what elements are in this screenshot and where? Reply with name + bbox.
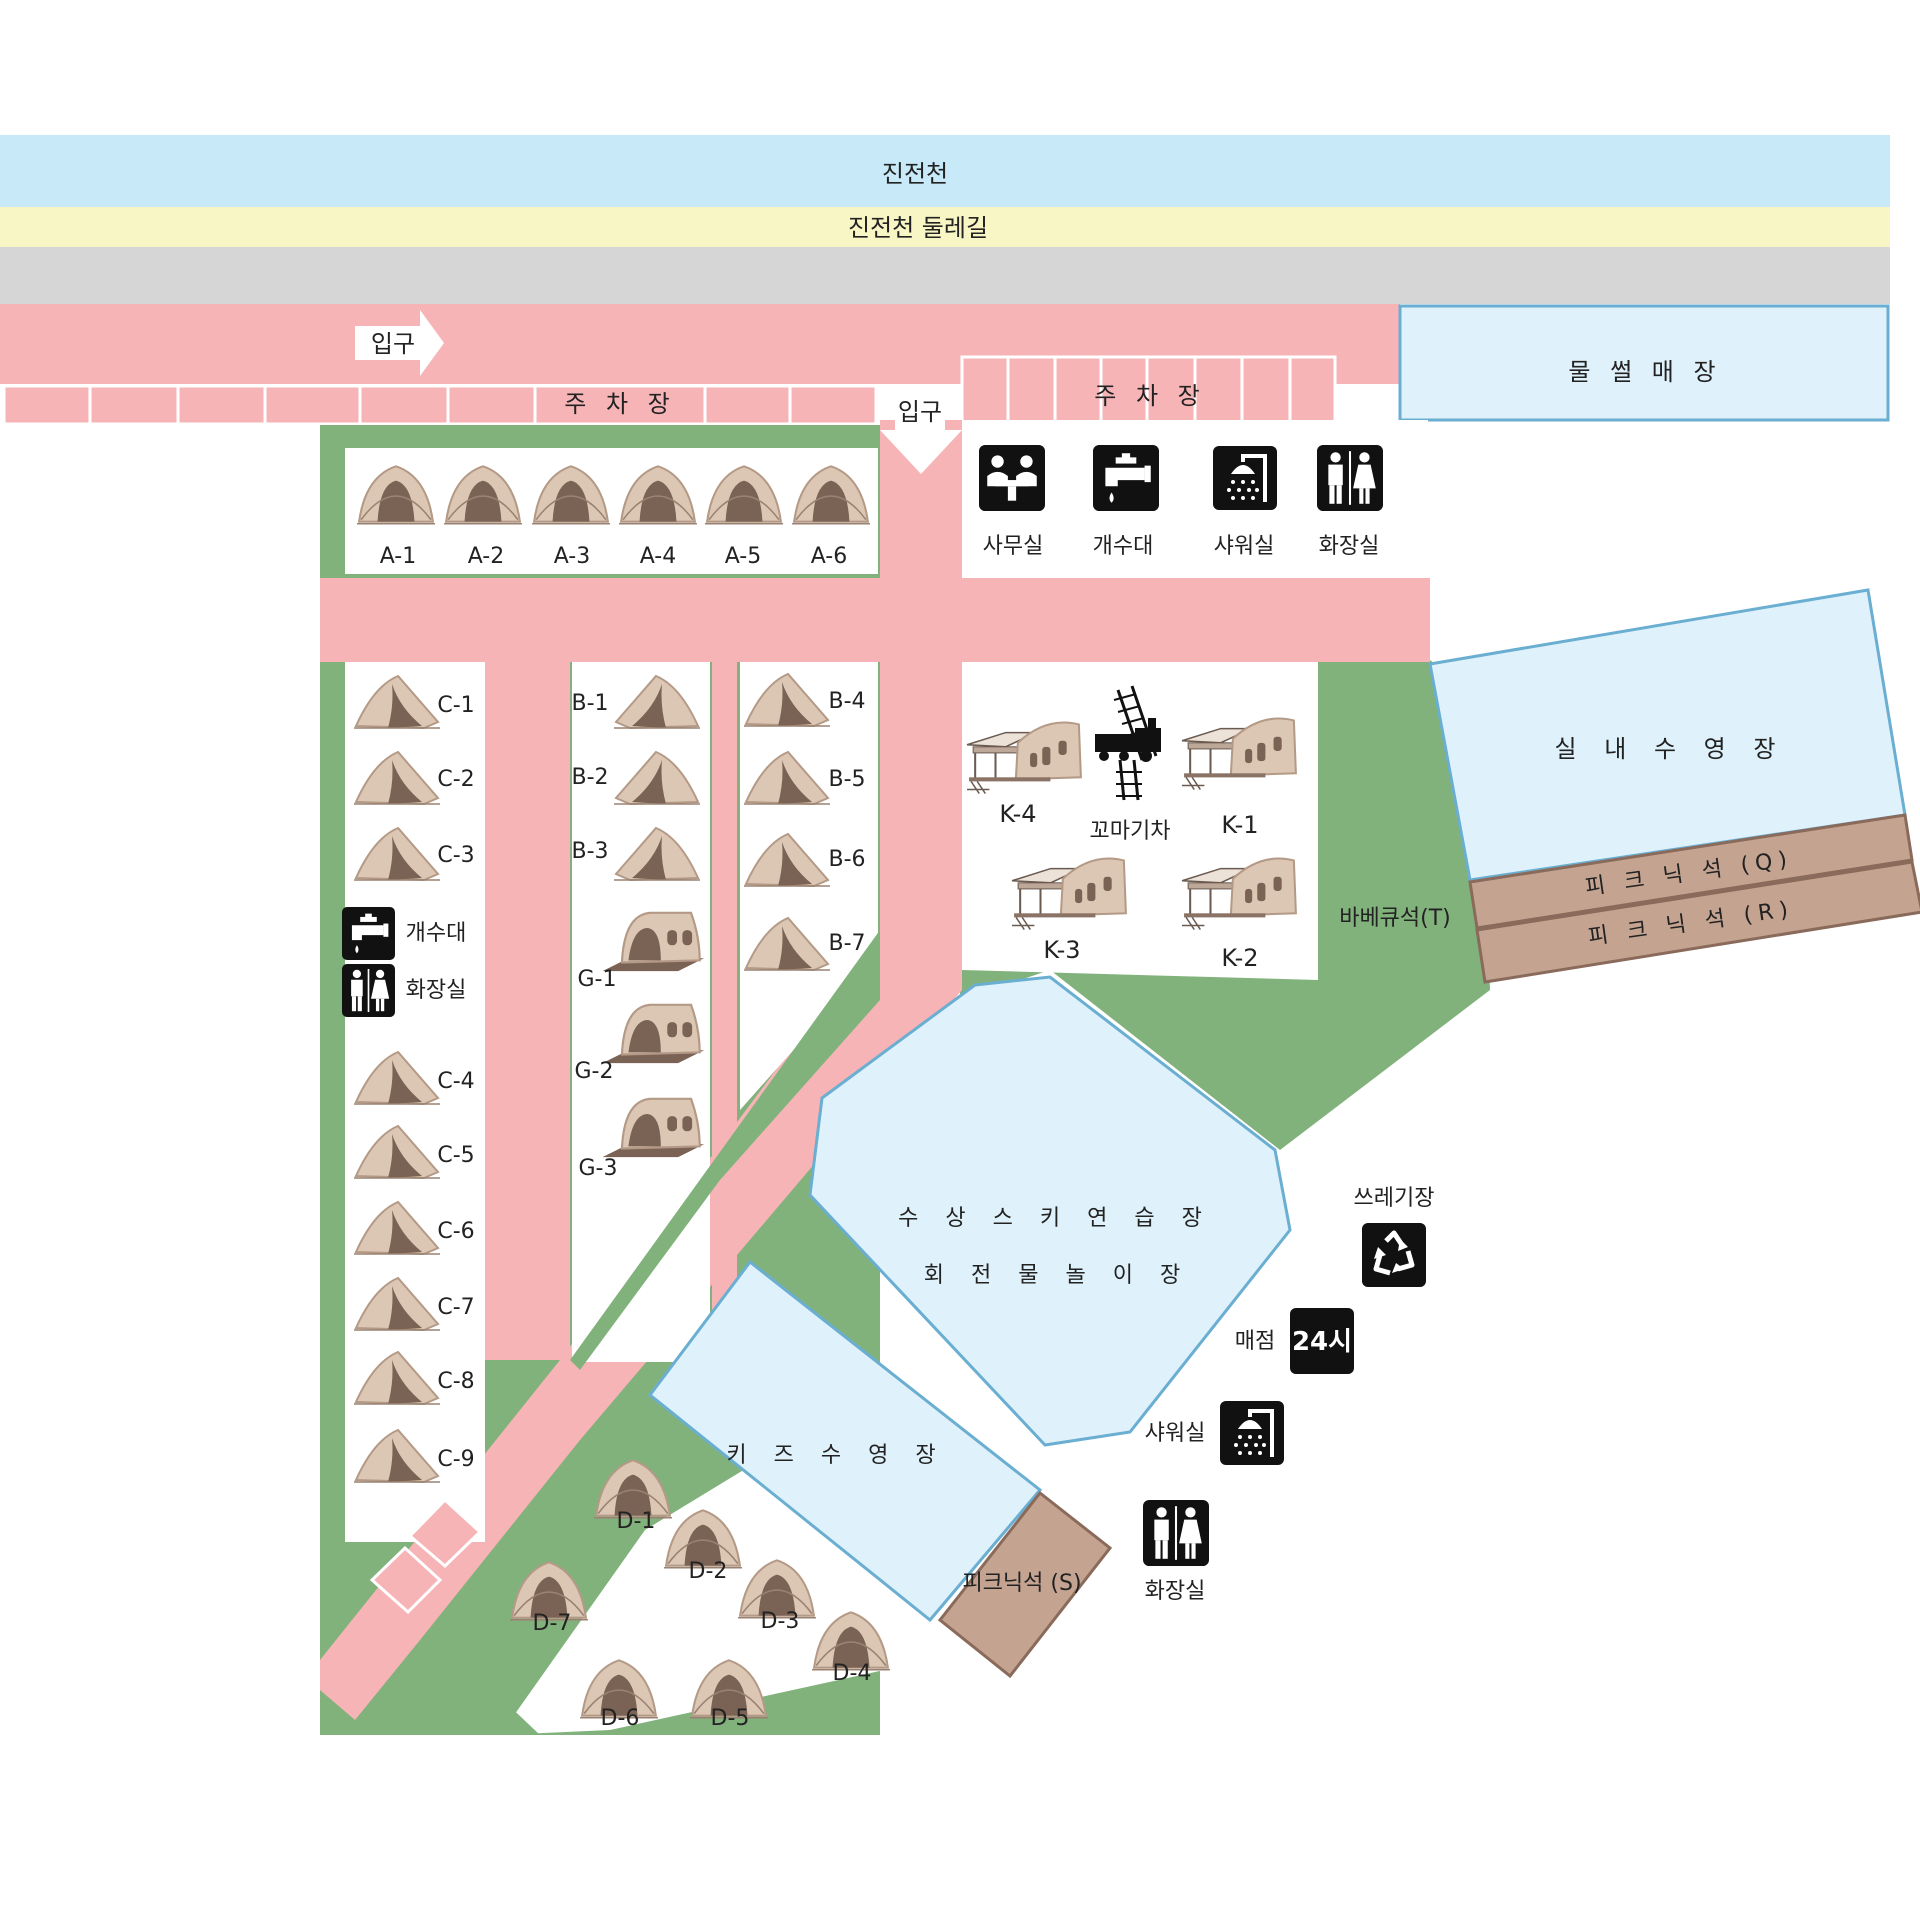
recycle-icon [1362, 1223, 1426, 1287]
office-icon [979, 445, 1045, 511]
sink-label: 개수대 [1093, 534, 1154, 559]
site-b-1: B-1 [571, 691, 608, 716]
site-a-2: A-2 [468, 544, 505, 569]
toilet-label-2: 화장실 [406, 978, 467, 1003]
ski-practice-label: 수 상 스 키 연 습 장 [898, 1206, 1212, 1231]
site-d-4: D-4 [833, 1661, 872, 1686]
picnic-s-label: 피크닉석 (S) [962, 1571, 1081, 1596]
picnic-s-zone [937, 1490, 1113, 1679]
site-d-5: D-5 [711, 1706, 750, 1731]
site-a-3: A-3 [554, 544, 591, 569]
site-d-6: D-6 [601, 1706, 640, 1731]
ski-practice-zone [808, 975, 1292, 1447]
trash-label: 쓰레기장 [1354, 1186, 1435, 1211]
site-a-5: A-5 [725, 544, 762, 569]
entrance-left-label: 입구 [371, 330, 415, 358]
store-24h-badge [1290, 1308, 1354, 1374]
toilet-icon [1317, 445, 1383, 511]
water-play-label: 회 전 물 놀 이 장 [924, 1263, 1190, 1288]
parking-bottom [369, 1497, 483, 1615]
site-k-4: K-4 [999, 800, 1036, 828]
site-c-6: C-6 [437, 1219, 474, 1244]
site-c-2: C-2 [437, 767, 474, 792]
site-k-2: K-2 [1221, 944, 1258, 972]
sink-label-2: 개수대 [406, 921, 467, 946]
site-a-6: A-6 [811, 544, 848, 569]
bbq-label: 바베큐석(T) [1339, 906, 1451, 931]
site-b-2: B-2 [571, 765, 608, 790]
shower-label-2: 샤워실 [1145, 1421, 1206, 1446]
site-d-3: D-3 [761, 1609, 800, 1634]
site-c-4: C-4 [437, 1069, 474, 1094]
shower-label: 샤워실 [1214, 534, 1275, 559]
site-b-4: B-4 [828, 689, 865, 714]
site-c-9: C-9 [437, 1447, 474, 1472]
sink-icon-2 [342, 907, 395, 960]
site-d-7: D-7 [533, 1611, 572, 1636]
site-g-3: G-3 [579, 1156, 618, 1181]
site-k-1: K-1 [1221, 811, 1258, 839]
shower-icon-2 [1220, 1401, 1284, 1465]
site-c-1: C-1 [437, 693, 474, 718]
store-hours-label: 24시 [1292, 1327, 1352, 1357]
toilet-label-3: 화장실 [1145, 1579, 1206, 1604]
shower-icon [1213, 446, 1277, 510]
train-label: 꼬마기차 [1090, 819, 1171, 844]
train-icon [1095, 685, 1161, 801]
kids-pool-zone [647, 1259, 1043, 1623]
site-g-2: G-2 [575, 1059, 614, 1084]
water-sled-zone [1398, 304, 1890, 422]
parking-right-label: 주 차 장 [1094, 382, 1206, 410]
site-a-4: A-4 [640, 544, 677, 569]
trail-label: 진전천 둘레길 [848, 214, 988, 242]
toilet-icon-3 [1143, 1500, 1209, 1566]
site-d-2: D-2 [689, 1559, 728, 1584]
store-label: 매점 [1235, 1329, 1275, 1354]
site-b-7: B-7 [828, 931, 865, 956]
office-label: 사무실 [983, 534, 1044, 559]
site-b-6: B-6 [828, 847, 865, 872]
site-g-1: G-1 [578, 967, 617, 992]
site-d-1: D-1 [617, 1509, 656, 1534]
toilet-label: 화장실 [1319, 534, 1380, 559]
entrance-center-label: 입구 [898, 398, 942, 426]
site-k-3: K-3 [1043, 936, 1080, 964]
site-a-1: A-1 [380, 544, 417, 569]
site-b-3: B-3 [571, 839, 608, 864]
stream-label: 진전천 [882, 160, 948, 188]
stream-band [0, 135, 1890, 207]
site-c-7: C-7 [437, 1295, 474, 1320]
trail-band [0, 207, 1890, 247]
picnic-q-zone [1468, 813, 1914, 930]
entrance-arrow-center [880, 386, 962, 474]
parking-left-label: 주 차 장 [564, 390, 676, 418]
kids-pool-label: 키 즈 수 영 장 [726, 1443, 945, 1468]
sink-icon [1093, 445, 1159, 511]
site-c-5: C-5 [437, 1143, 474, 1168]
water-sled-label: 물 썰 매 장 [1568, 358, 1721, 386]
road-band [0, 247, 1890, 304]
site-c-8: C-8 [437, 1369, 474, 1394]
parking-left [2, 384, 878, 426]
site-c-3: C-3 [437, 843, 474, 868]
toilet-icon-2 [342, 964, 395, 1017]
indoor-pool-label: 실 내 수 영 장 [1555, 735, 1786, 763]
site-b-5: B-5 [828, 767, 865, 792]
entrance-arrow-left [355, 310, 444, 376]
picnic-r-zone [1475, 860, 1920, 984]
